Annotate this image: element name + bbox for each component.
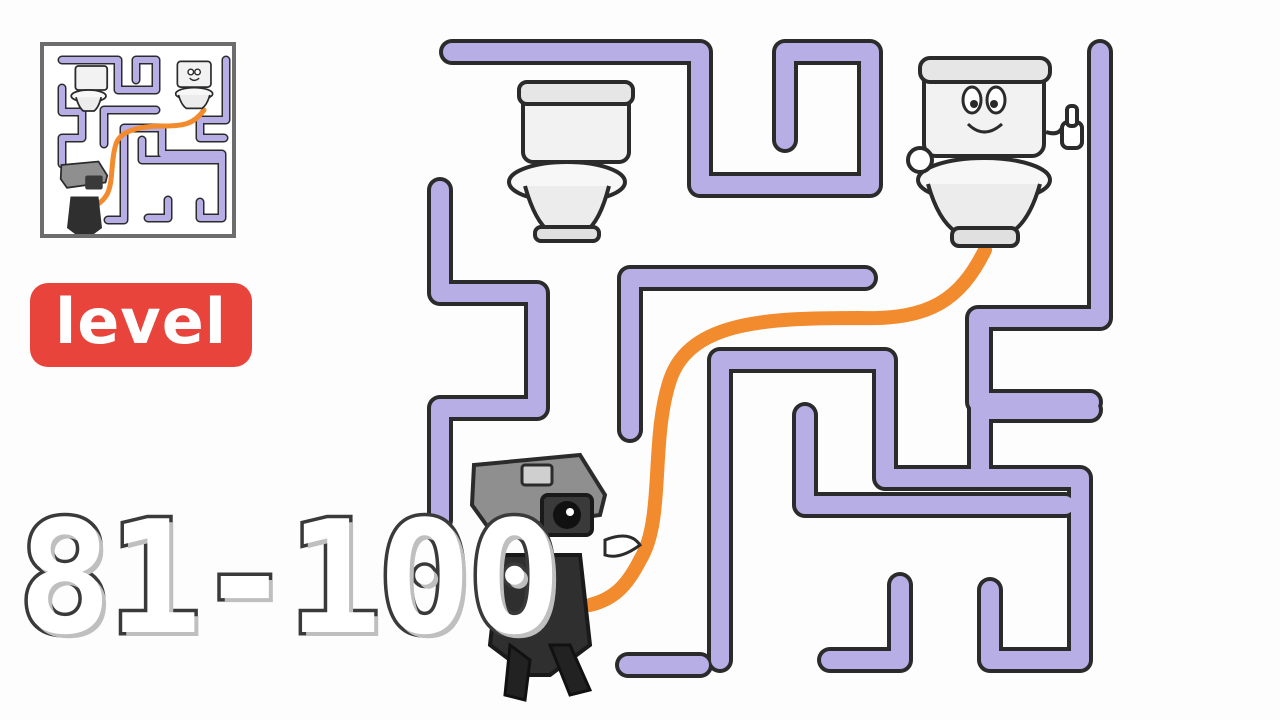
cameraman-character-icon[interactable] bbox=[469, 452, 643, 702]
drawn-path bbox=[583, 243, 992, 612]
toilet-icon[interactable] bbox=[507, 80, 635, 243]
level-badge: level bbox=[30, 283, 252, 367]
maze-walls bbox=[427, 39, 1113, 678]
preview-maze bbox=[57, 55, 231, 234]
level-range-label: 81-100 bbox=[15, 487, 566, 669]
preview-smiling-toilet-icon bbox=[174, 60, 214, 110]
preview-cameraman-icon bbox=[59, 160, 109, 234]
level-label: level bbox=[54, 285, 228, 358]
level-preview-thumbnail[interactable] bbox=[40, 42, 236, 238]
smiling-toilet-thumbs-up-icon[interactable] bbox=[906, 56, 1084, 248]
preview-toilet-icon bbox=[70, 65, 109, 112]
